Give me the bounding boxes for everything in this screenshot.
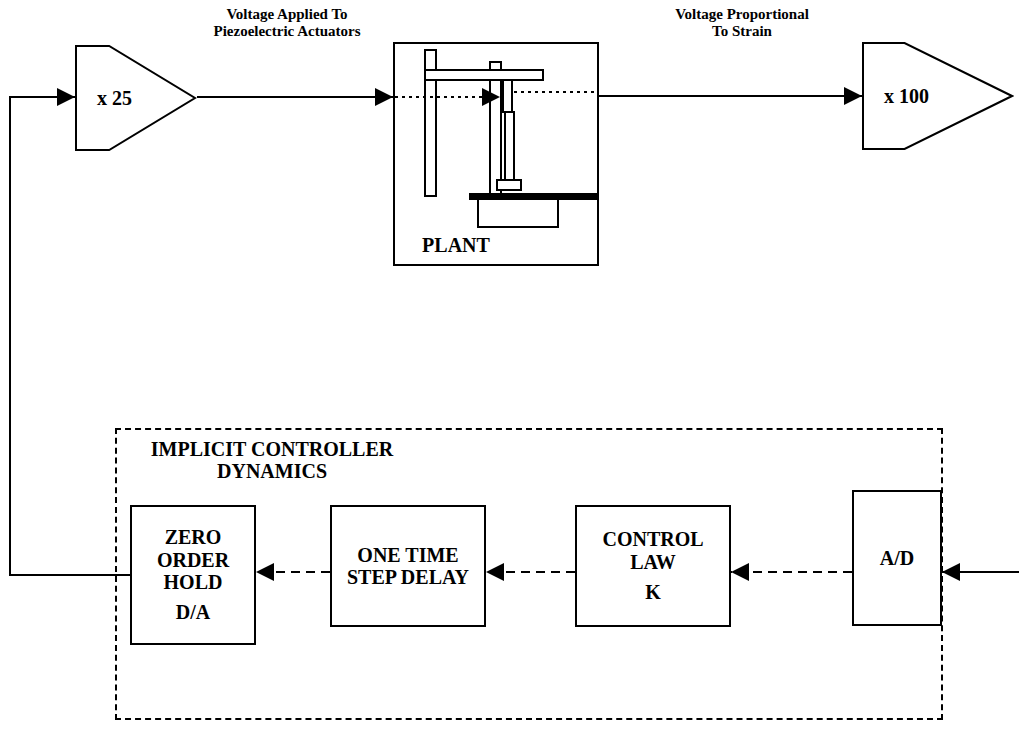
- signal-connector: [197, 96, 393, 98]
- signal-connector: [599, 95, 862, 97]
- group-title: IMPLICIT CONTROLLER DYNAMICS: [147, 438, 397, 483]
- converter-box: A/D: [852, 490, 942, 626]
- process-box: CONTROL LAW K: [575, 505, 731, 627]
- box-label: CONTROL LAW: [587, 528, 719, 573]
- plant-box: PLANT: [393, 42, 599, 266]
- box-label: ONE TIME STEP DELAY: [342, 544, 474, 589]
- box-label: x 25: [97, 87, 132, 109]
- cantilever-beam: [505, 112, 514, 180]
- signal-path-dotted: [395, 96, 500, 98]
- box-label: A/D: [880, 547, 914, 569]
- signal-label: Voltage Proportional To Strain: [665, 6, 819, 41]
- amplifier-outline: [863, 43, 1012, 149]
- support-post: [490, 62, 501, 196]
- process-box: ONE TIME STEP DELAY: [330, 505, 486, 627]
- signal-connector: [10, 97, 130, 575]
- piezoelectric-actuator: [503, 80, 512, 112]
- amplifier-triangle: [75, 45, 197, 151]
- amplifier-gain: x 25: [75, 45, 197, 151]
- box-label: x 100: [884, 85, 929, 107]
- box-label: PLANT: [422, 234, 490, 256]
- shaker-block: [478, 199, 558, 227]
- box-label: ZERO ORDER HOLD: [138, 526, 248, 593]
- signal-connector: [486, 571, 575, 573]
- process-box: ZERO ORDER HOLD D/A: [130, 505, 256, 645]
- signal-connector: [256, 571, 330, 573]
- controller-group: IMPLICIT CONTROLLER DYNAMICS ZERO ORDER H…: [115, 428, 943, 720]
- amplifier-gain: x 100: [862, 42, 1014, 150]
- signal-path-dotted: [514, 91, 596, 93]
- feedback-wire: [942, 571, 1019, 573]
- signal-connector: [731, 571, 852, 573]
- beam-clamp: [497, 180, 521, 190]
- signal-label: Voltage Applied To Piezoelectric Actuato…: [190, 6, 384, 41]
- amplifier-outline: [76, 46, 195, 150]
- crossbar: [425, 70, 543, 80]
- box-sublabel: K: [645, 581, 661, 603]
- box-sublabel: D/A: [176, 601, 210, 623]
- test-rig-drawing: [425, 50, 598, 227]
